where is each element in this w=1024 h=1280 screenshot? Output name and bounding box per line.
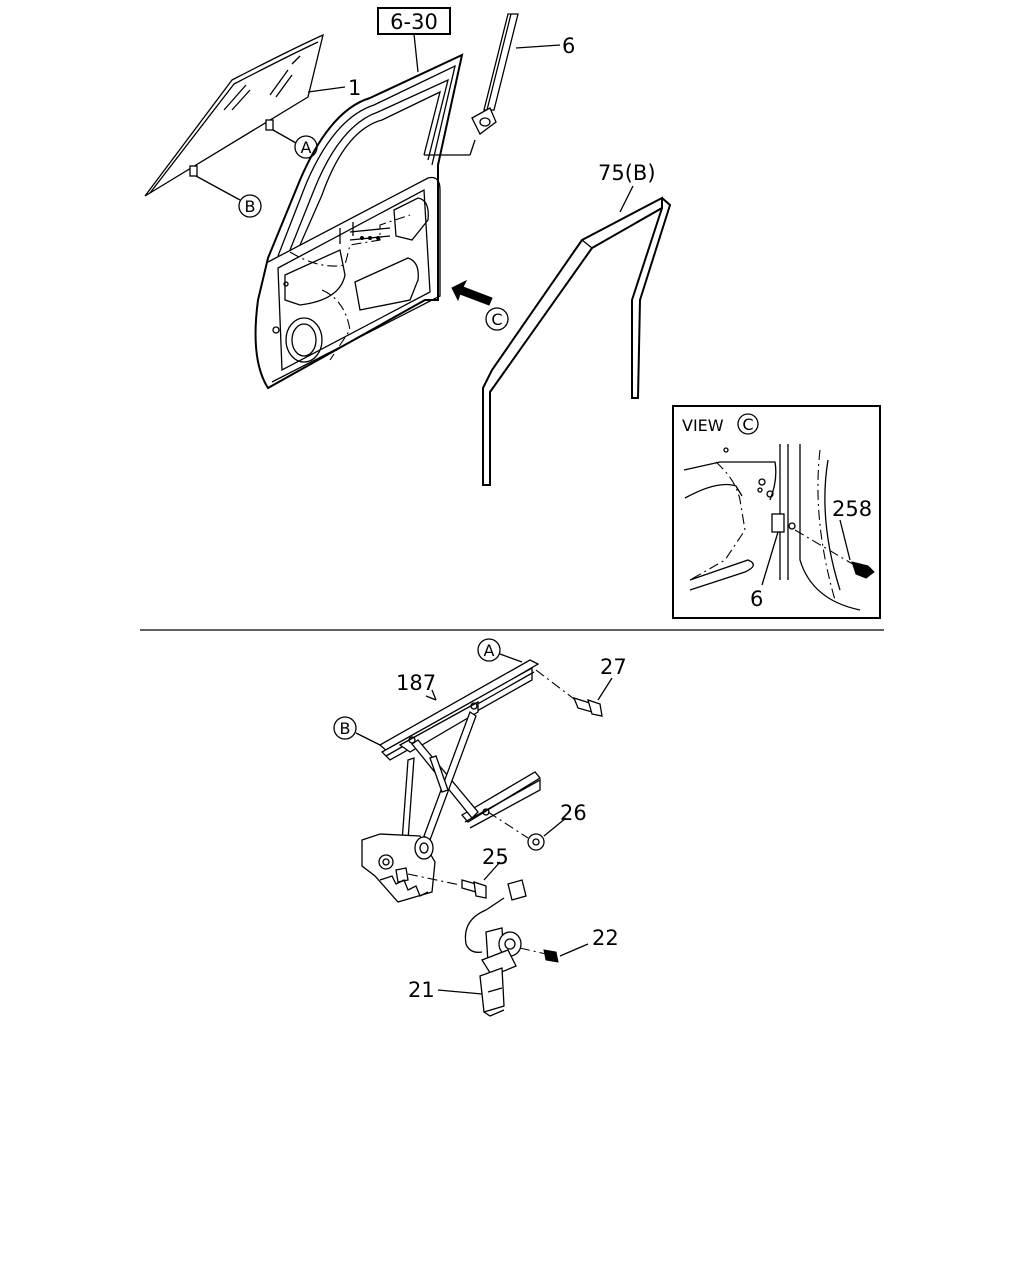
bolt-27: 27 — [535, 655, 627, 717]
reference-box-text: 6-30 — [390, 10, 438, 34]
label-nut-26: 26 — [560, 801, 587, 825]
label-screw-258: 258 — [832, 497, 872, 521]
bolt-25: 25 — [461, 845, 509, 899]
window-regulator: 187 — [361, 659, 541, 903]
callout-b-glass: B — [195, 175, 262, 218]
label-run-channel: 6 — [562, 34, 575, 58]
label-bolt-25: 25 — [482, 845, 509, 869]
view-letter: C — [742, 415, 753, 434]
weatherstrip: 75(B) — [482, 161, 672, 486]
connector — [464, 879, 527, 953]
label-regulator: 187 — [396, 671, 436, 695]
view-c-inset: VIEW C 258 6 — [672, 405, 881, 619]
view-title: VIEW — [682, 416, 724, 435]
screw-22: 22 — [519, 926, 619, 963]
callout-c-letter: C — [491, 310, 502, 329]
label-weatherstrip: 75(B) — [598, 161, 656, 185]
callout-b-regulator-letter: B — [340, 719, 351, 738]
view-c-arrow: C — [451, 279, 509, 331]
label-bolt-27: 27 — [600, 655, 627, 679]
door-glass: 1 — [144, 33, 361, 197]
callout-a-regulator-letter: A — [484, 641, 495, 660]
label-view-part: 6 — [750, 587, 763, 611]
reference-box: 6-30 — [377, 7, 451, 73]
callout-a-glass: A — [272, 129, 318, 159]
label-glass: 1 — [348, 76, 361, 100]
regulator-motor: 21 — [408, 927, 522, 1017]
callout-a-glass-letter: A — [301, 138, 312, 157]
callout-a-regulator: A — [477, 638, 523, 663]
callout-b-regulator: B — [333, 716, 383, 747]
nut-26: 26 — [527, 801, 587, 851]
run-channel: 6 — [471, 13, 575, 135]
label-screw-22: 22 — [592, 926, 619, 950]
door-panel — [254, 53, 476, 390]
callout-b-glass-letter: B — [245, 197, 256, 216]
label-motor: 21 — [408, 978, 435, 1002]
